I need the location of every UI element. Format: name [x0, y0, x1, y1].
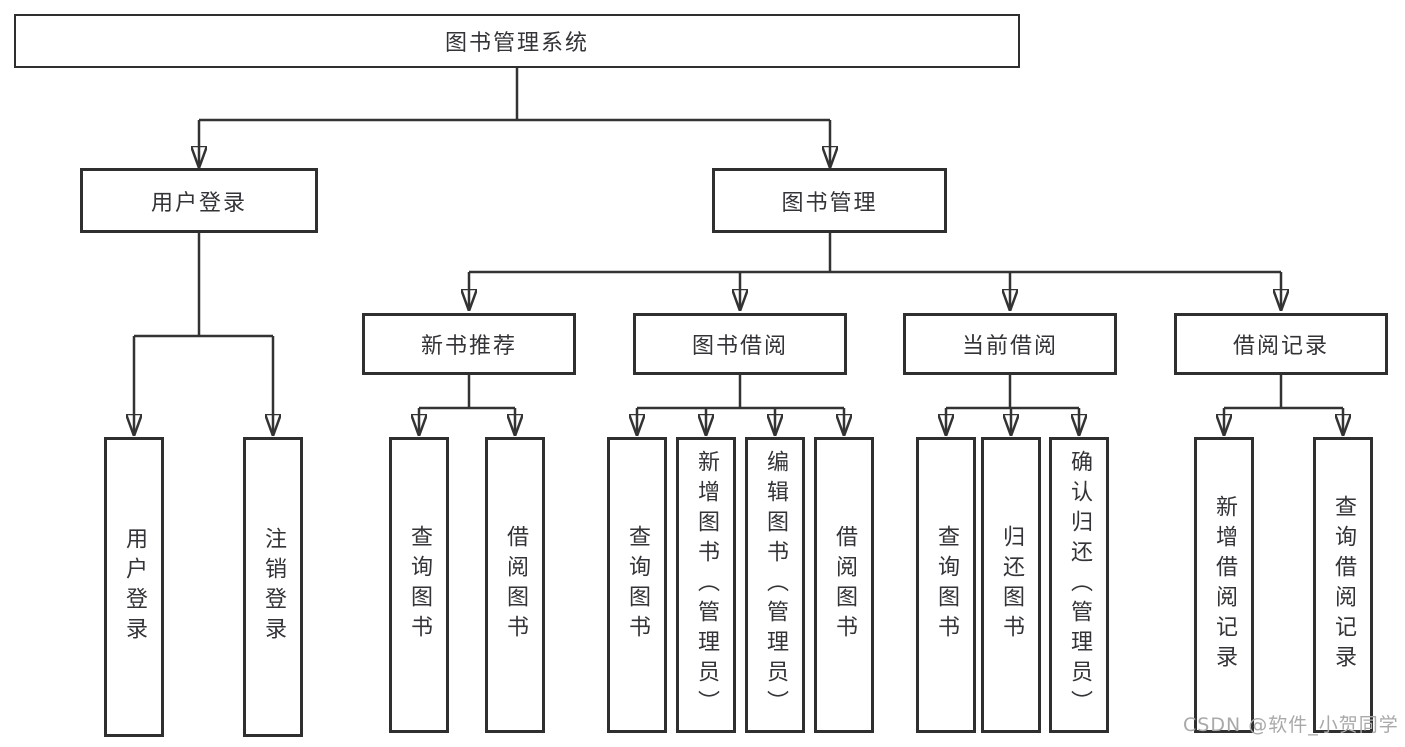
node-leaf-confirm-return-admin-label: 确认归还（管理员） [1067, 450, 1092, 720]
node-leaf-confirm-return-admin: 确认归还（管理员） [1049, 437, 1109, 733]
node-leaf-query-borrow-record: 查询借阅记录 [1313, 437, 1373, 733]
node-leaf-query-book-3: 查询图书 [916, 437, 976, 733]
connector-root-rail [199, 68, 830, 122]
node-leaf-query-book-1: 查询图书 [389, 437, 449, 733]
node-new-book-recommend-label: 新书推荐 [420, 334, 517, 359]
node-leaf-add-borrow-record-label: 新增借阅记录 [1212, 495, 1237, 675]
node-leaf-edit-book-admin: 编辑图书（管理员） [745, 437, 805, 733]
node-leaf-return-book-label: 归还图书 [999, 525, 1024, 645]
node-leaf-user-login: 用户登录 [104, 437, 164, 737]
watermark-text: CSDN @软件_小贺同学 [1183, 714, 1399, 736]
node-leaf-add-borrow-record: 新增借阅记录 [1194, 437, 1254, 733]
node-leaf-borrow-book-2: 借阅图书 [814, 437, 874, 733]
node-leaf-borrow-book-1: 借阅图书 [485, 437, 545, 733]
node-leaf-query-book-3-label: 查询图书 [934, 525, 959, 645]
node-root-label: 图书管理系统 [444, 31, 589, 56]
node-leaf-borrow-book-2-label: 借阅图书 [832, 525, 857, 645]
node-user-login-label: 用户登录 [150, 190, 247, 216]
connector-new-book-rail [419, 375, 515, 410]
node-leaf-add-book-admin: 新增图书（管理员） [676, 437, 736, 733]
node-current-borrow-label: 当前借阅 [961, 334, 1058, 359]
connector-current-borrow-rail [946, 375, 1079, 410]
node-leaf-logout: 注销登录 [243, 437, 303, 737]
node-book-management: 图书管理 [712, 168, 947, 233]
node-leaf-user-login-label: 用户登录 [122, 527, 147, 647]
node-leaf-logout-label: 注销登录 [261, 527, 286, 647]
node-leaf-query-borrow-record-label: 查询借阅记录 [1331, 495, 1356, 675]
node-book-borrow: 图书借阅 [633, 313, 847, 375]
connector-book-management-rail [469, 233, 1281, 274]
connector-book-borrow-rail [637, 375, 844, 410]
node-borrow-record: 借阅记录 [1174, 313, 1388, 375]
node-current-borrow: 当前借阅 [903, 313, 1117, 375]
node-user-login: 用户登录 [80, 168, 318, 233]
connector-user-login-rail [134, 233, 273, 338]
node-root: 图书管理系统 [14, 14, 1020, 68]
node-leaf-return-book: 归还图书 [981, 437, 1041, 733]
node-book-borrow-label: 图书借阅 [691, 334, 788, 359]
node-new-book-recommend: 新书推荐 [362, 313, 576, 375]
node-leaf-borrow-book-1-label: 借阅图书 [503, 525, 528, 645]
node-leaf-edit-book-admin-label: 编辑图书（管理员） [763, 450, 788, 720]
node-book-management-label: 图书管理 [781, 190, 878, 216]
node-leaf-query-book-2: 查询图书 [607, 437, 667, 733]
node-borrow-record-label: 借阅记录 [1232, 334, 1329, 359]
node-leaf-add-book-admin-label: 新增图书（管理员） [694, 450, 719, 720]
node-leaf-query-book-2-label: 查询图书 [625, 525, 650, 645]
connector-borrow-record-rail [1224, 375, 1343, 410]
node-leaf-query-book-1-label: 查询图书 [407, 525, 432, 645]
